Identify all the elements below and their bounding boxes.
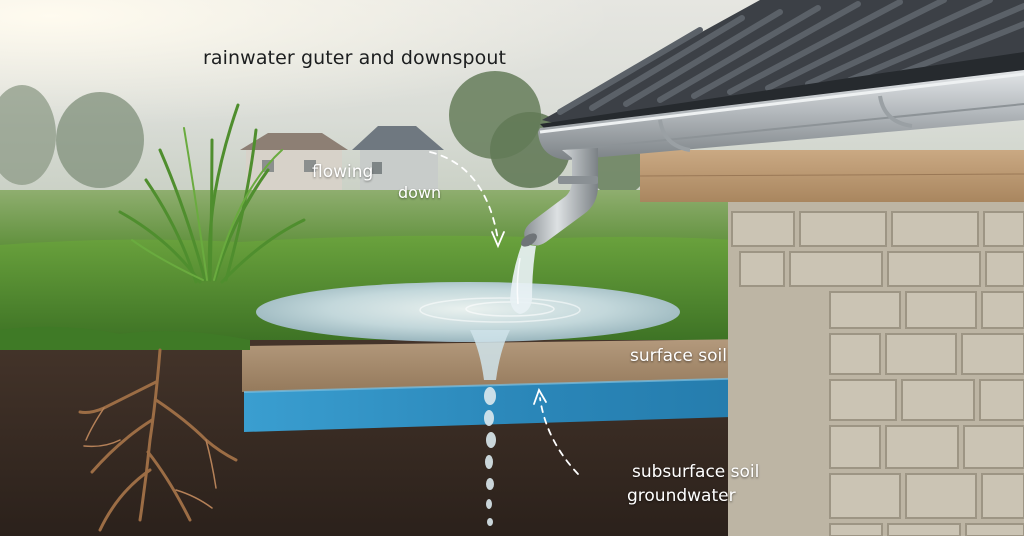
label-flowing: flowing	[312, 162, 374, 182]
label-down: down	[398, 183, 442, 202]
label-groundwater: groundwater	[627, 486, 736, 506]
flow-arrow-top-head	[491, 231, 505, 249]
diagram-title: rainwater guter and downspout	[203, 47, 507, 69]
label-subsurface-soil: subsurface soil	[632, 462, 760, 482]
label-surface-soil: surface soil	[630, 346, 727, 366]
flow-arrow-top	[429, 151, 499, 241]
flow-arrow-bottom	[539, 397, 579, 475]
flow-arrow-bottom-head	[533, 387, 547, 405]
